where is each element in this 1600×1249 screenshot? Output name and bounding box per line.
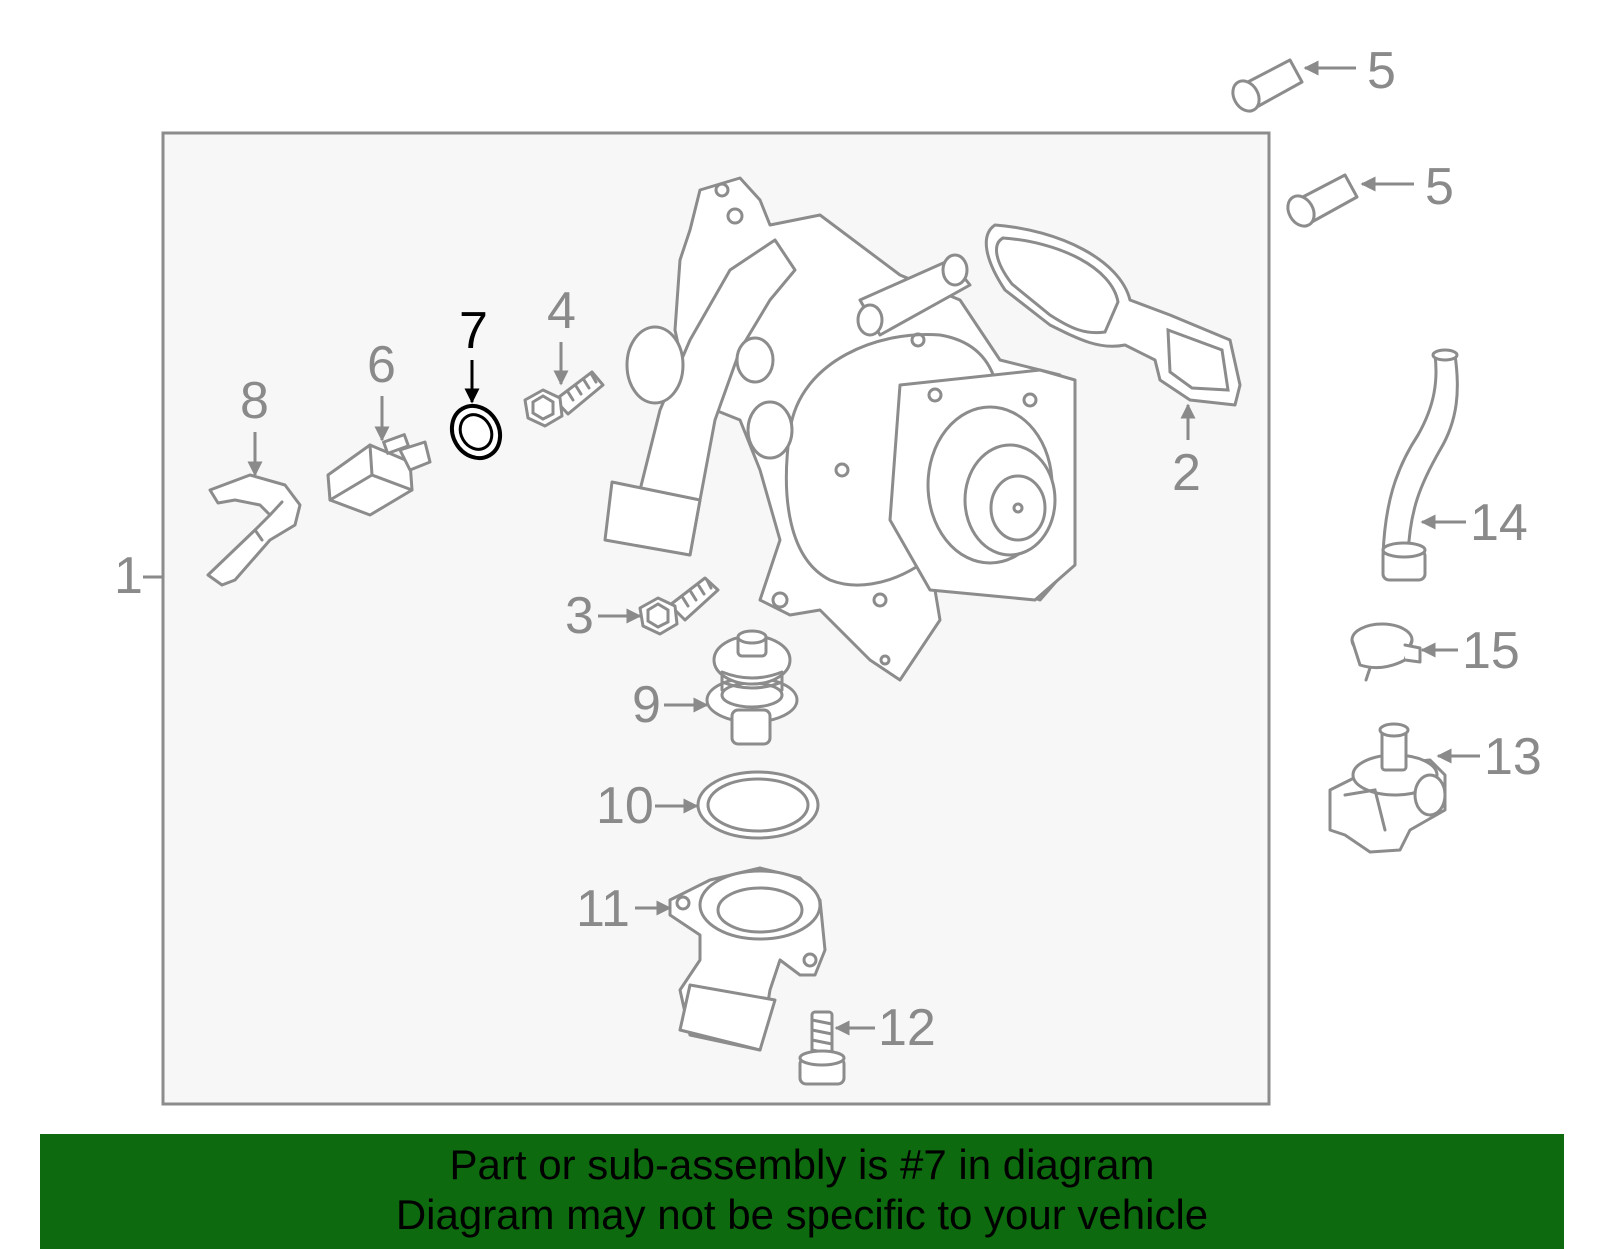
svg-text:6: 6 — [367, 336, 396, 394]
svg-text:7: 7 — [459, 302, 488, 360]
banner-line-part: Part or sub-assembly is #7 in diagram — [449, 1141, 1155, 1188]
callout-3: 3 — [565, 587, 642, 645]
thermostat-housing[interactable] — [668, 866, 827, 1052]
svg-text:9: 9 — [632, 676, 661, 734]
callout-11: 11 — [576, 880, 672, 938]
callout-9: 9 — [632, 676, 709, 734]
svg-text:8: 8 — [240, 372, 269, 430]
coolant-hose[interactable] — [1381, 348, 1459, 582]
part-notice-banner: Part or sub-assembly is #7 in diagram Di… — [40, 1134, 1564, 1249]
callout-10: 10 — [596, 777, 699, 835]
retaining-clip[interactable] — [206, 473, 302, 587]
callout-5-lower: 5 — [1360, 158, 1454, 216]
callout-15: 15 — [1420, 622, 1520, 680]
svg-text:11: 11 — [576, 880, 630, 938]
callout-1: 1 — [114, 547, 163, 605]
temperature-sensor[interactable] — [326, 433, 432, 517]
svg-text:10: 10 — [596, 777, 654, 835]
bolt-4[interactable] — [523, 370, 605, 428]
svg-text:1: 1 — [114, 547, 143, 605]
callout-2: 2 — [1172, 403, 1201, 502]
hose-clamp[interactable] — [1350, 622, 1422, 682]
pump-gasket[interactable] — [984, 223, 1242, 407]
callout-12: 12 — [834, 999, 936, 1057]
callout-7: 7 — [459, 302, 488, 404]
svg-text:2: 2 — [1172, 444, 1201, 502]
callout-6: 6 — [367, 336, 396, 442]
banner-line-disclaimer: Diagram may not be specific to your vehi… — [395, 1191, 1209, 1238]
o-ring-10[interactable] — [696, 770, 820, 840]
pin-5-upper[interactable] — [1228, 58, 1304, 116]
parts-diagram: 1 2 3 4 5 5 6 7 8 9 10 11 — [114, 42, 1542, 1106]
svg-text:13: 13 — [1484, 728, 1542, 786]
callout-4: 4 — [547, 282, 576, 386]
callout-14: 14 — [1420, 494, 1528, 552]
svg-text:5: 5 — [1425, 158, 1454, 216]
auxiliary-water-pump[interactable] — [1328, 722, 1447, 854]
seal-ring-7[interactable] — [443, 397, 510, 467]
thermostat[interactable] — [705, 629, 799, 746]
svg-text:5: 5 — [1367, 42, 1396, 100]
bolt-12[interactable] — [798, 1010, 846, 1086]
pin-5-lower[interactable] — [1283, 173, 1359, 231]
svg-text:4: 4 — [547, 282, 576, 340]
water-pump-housing[interactable] — [603, 176, 1077, 682]
svg-text:14: 14 — [1470, 494, 1528, 552]
svg-text:15: 15 — [1462, 622, 1520, 680]
svg-text:12: 12 — [878, 999, 936, 1057]
bolt-3[interactable] — [638, 576, 720, 636]
svg-text:3: 3 — [565, 587, 594, 645]
callout-13: 13 — [1436, 728, 1542, 786]
callout-8: 8 — [240, 372, 269, 477]
callout-5-upper: 5 — [1303, 42, 1396, 100]
